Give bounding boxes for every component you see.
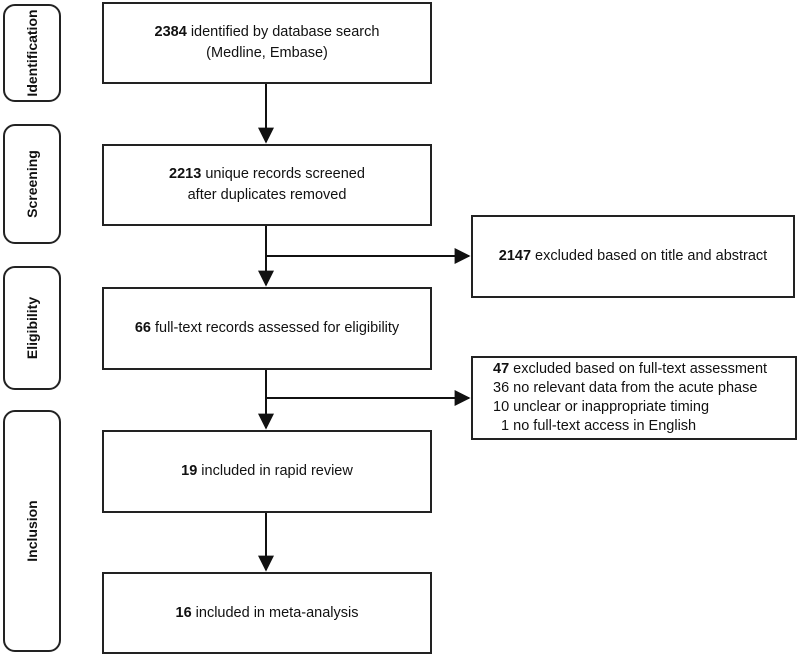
fulltext-count: 66 bbox=[134, 320, 151, 336]
screened-line2: after duplicates removed bbox=[187, 187, 347, 203]
excluded-fulltext-box: 47 excluded based on full-text assessmen… bbox=[471, 356, 797, 440]
exclusion-reason: 1 no full-text access in English bbox=[493, 418, 697, 434]
identified-line1: 2384 identified by database search bbox=[155, 22, 380, 43]
phase-eligibility: Eligibility bbox=[3, 266, 61, 390]
rapid-review-text: included in rapid review bbox=[197, 463, 353, 479]
identified-text: identified by database search bbox=[186, 24, 380, 40]
screened-box: 2213 unique records screened after dupli… bbox=[102, 144, 432, 226]
exclusion-reason: 10 unclear or inappropriate timing bbox=[493, 399, 710, 415]
excluded-title-count: 2147 bbox=[498, 248, 532, 264]
exclusion-reason: 36 no relevant data from the acute phase bbox=[493, 380, 758, 396]
identified-count: 2384 bbox=[154, 24, 187, 40]
identified-line2: (Medline, Embase) bbox=[206, 45, 328, 61]
fulltext-line: 66 full-text records assessed for eligib… bbox=[135, 318, 399, 339]
meta-analysis-box: 16 included in meta-analysis bbox=[102, 572, 432, 654]
fulltext-box: 66 full-text records assessed for eligib… bbox=[102, 287, 432, 370]
phase-screening: Screening bbox=[3, 124, 61, 244]
rapid-review-line: 19 included in rapid review bbox=[181, 461, 353, 482]
phase-inclusion: Inclusion bbox=[3, 410, 61, 652]
meta-analysis-count: 16 bbox=[175, 604, 192, 621]
fulltext-text: full-text records assessed for eligibili… bbox=[150, 320, 400, 336]
excluded-title-box: 2147 excluded based on title and abstrac… bbox=[471, 215, 795, 298]
excluded-fulltext-count: 47 bbox=[493, 361, 510, 377]
meta-analysis-text: included in meta-analysis bbox=[191, 604, 359, 621]
rapid-review-box: 19 included in rapid review bbox=[102, 430, 432, 513]
excluded-title-text: excluded based on title and abstract bbox=[531, 248, 768, 264]
rapid-review-count: 19 bbox=[181, 463, 198, 479]
meta-analysis-line: 16 included in meta-analysis bbox=[176, 603, 359, 624]
screened-count: 2213 bbox=[169, 166, 202, 182]
screened-text: unique records screened bbox=[201, 166, 365, 182]
phase-identification: Identification bbox=[3, 4, 61, 102]
excluded-fulltext-text: excluded based on full-text assessment bbox=[509, 361, 768, 377]
excluded-fulltext-line: 47 excluded based on full-text assessmen… bbox=[493, 360, 767, 379]
identified-box: 2384 identified by database search (Medl… bbox=[102, 2, 432, 84]
excluded-title-line: 2147 excluded based on title and abstrac… bbox=[499, 246, 767, 267]
screened-line1: 2213 unique records screened bbox=[169, 164, 365, 185]
